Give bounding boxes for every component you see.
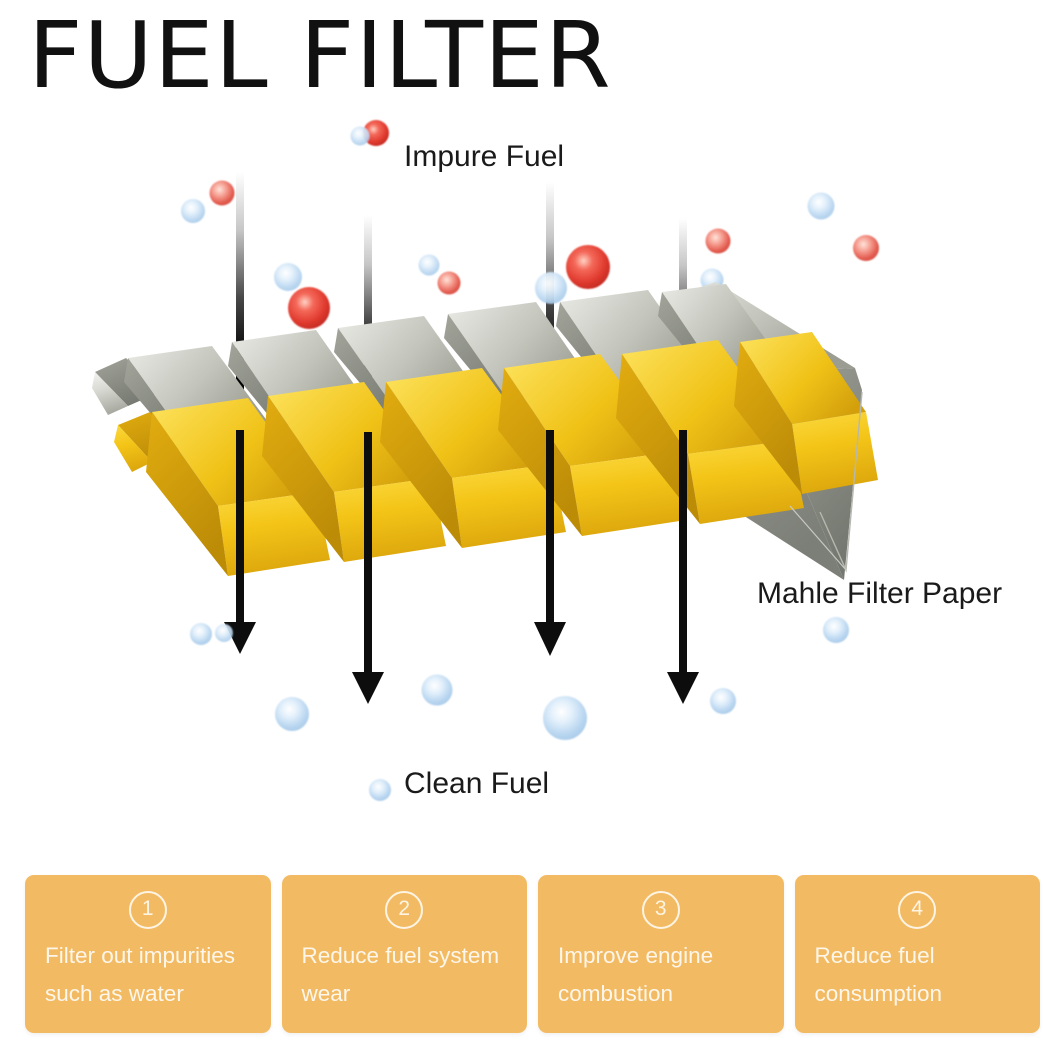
clean-fuel-bubbles	[190, 617, 849, 801]
label-impure-fuel: Impure Fuel	[404, 140, 565, 173]
benefit-text-2: Reduce fuel system wear	[302, 937, 514, 1013]
filter-edge-hairline	[789, 391, 863, 573]
benefit-card-1[interactable]: 1 Filter out impurities such as water	[25, 875, 271, 1033]
benefit-card-3[interactable]: 3 Improve engine combustion	[538, 875, 784, 1033]
benefit-text-3: Improve engine combustion	[558, 937, 770, 1013]
benefit-text-line-2: consumption	[814, 981, 943, 1006]
label-mahle-filter-paper: Mahle Filter Paper	[757, 577, 1003, 610]
benefit-text-line-1: Improve engine	[558, 943, 714, 968]
label-clean-fuel: Clean Fuel	[404, 767, 550, 800]
fuel-filter-illustration	[0, 100, 1060, 840]
impurity-particles	[181, 120, 879, 329]
benefit-number-badge-2: 2	[385, 891, 424, 929]
benefit-text-line-1: Filter out impurities	[45, 943, 236, 968]
flow-arrow-heads	[224, 622, 699, 704]
benefit-card-row: 1 Filter out impurities such as water 2 …	[25, 875, 1040, 1033]
benefit-text-line-2: wear	[301, 981, 351, 1006]
benefit-text-4: Reduce fuel consumption	[815, 937, 1027, 1013]
page-title: FUEL FILTER	[28, 2, 612, 109]
benefit-number-badge-3: 3	[641, 891, 680, 929]
benefit-text-line-1: Reduce fuel system	[301, 943, 500, 968]
benefit-number-badge-4: 4	[898, 891, 937, 929]
benefit-card-4[interactable]: 4 Reduce fuel consumption	[794, 875, 1040, 1033]
benefit-card-2[interactable]: 2 Reduce fuel system wear	[281, 875, 527, 1033]
benefit-number-badge-1: 1	[128, 891, 167, 929]
benefit-text-line-1: Reduce fuel	[814, 943, 935, 968]
flow-arrow-shafts-lower	[236, 430, 687, 678]
benefit-text-line-2: combustion	[558, 981, 674, 1006]
benefit-text-line-2: such as water	[45, 981, 184, 1006]
benefit-text-1: Filter out impurities such as water	[45, 937, 257, 1013]
